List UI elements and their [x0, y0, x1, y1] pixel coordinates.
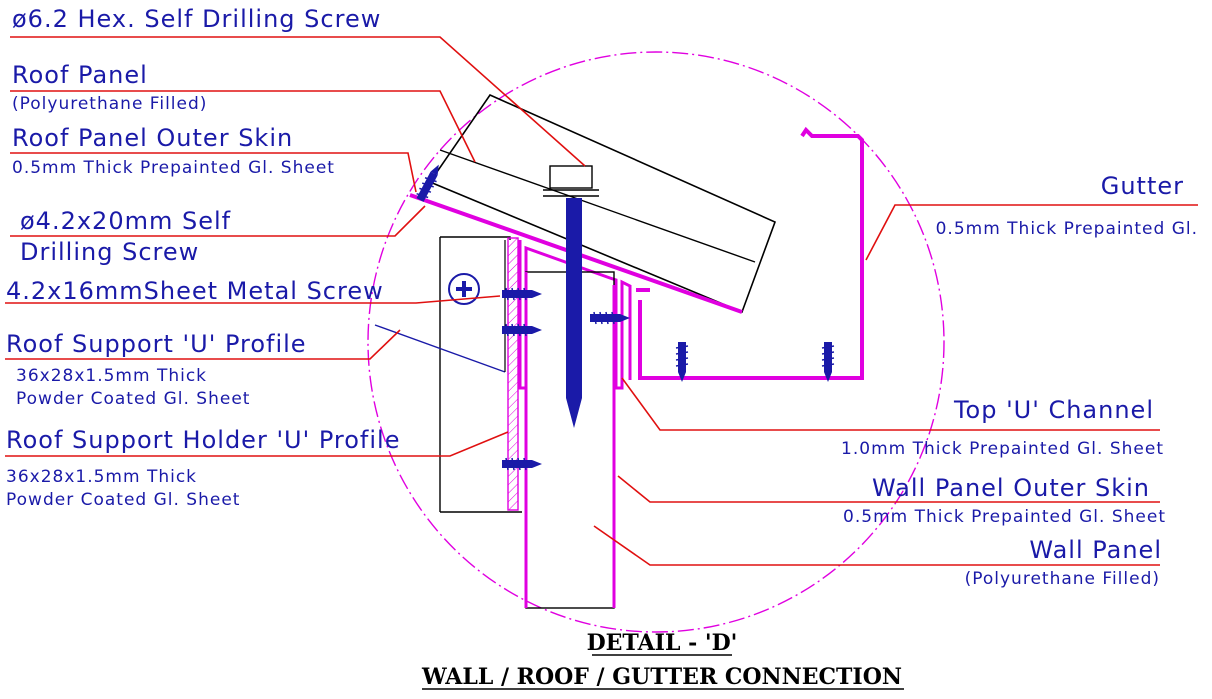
label-wall-outer-skin: Wall Panel Outer Skin [872, 474, 1150, 502]
detail-circle [367, 51, 945, 633]
gutter [636, 126, 864, 380]
hex-screw [543, 165, 599, 428]
top-u-channel [518, 240, 632, 390]
label-roof-panel-sub: (Polyurethane Filled) [12, 94, 207, 114]
label-self-drill-2: Drilling Screw [20, 238, 199, 266]
label-hex-screw: ø6.2 Hex. Self Drilling Screw [12, 5, 381, 33]
label-roof-outer-skin: Roof Panel Outer Skin [12, 124, 293, 152]
roof-panel [409, 93, 777, 314]
label-wall-panel-sub: (Polyurethane Filled) [965, 569, 1160, 589]
label-gutter: Gutter [1101, 172, 1184, 200]
small-screws [415, 162, 834, 470]
label-roof-panel: Roof Panel [12, 61, 148, 89]
label-sheet-metal-screw: 4.2x16mmSheet Metal Screw [6, 277, 384, 305]
drawing-title: DETAIL - 'D' WALL / ROOF / GUTTER CONNEC… [421, 630, 904, 690]
label-roof-support-sub2: Powder Coated Gl. Sheet [16, 389, 250, 409]
label-self-drill-1: ø4.2x20mm Self [20, 207, 231, 235]
labels: ø6.2 Hex. Self Drilling Screw Roof Panel… [6, 5, 1198, 589]
label-holder-sub2: Powder Coated Gl. Sheet [6, 490, 240, 510]
label-top-channel: Top 'U' Channel [953, 396, 1154, 424]
leader-lines [5, 36, 1198, 566]
label-gutter-sub: 0.5mm Thick Prepainted Gl. [936, 219, 1198, 239]
label-roof-support: Roof Support 'U' Profile [6, 330, 307, 358]
roof-support-profile [374, 236, 522, 513]
title-line-1: DETAIL - 'D' [587, 630, 738, 656]
label-holder: Roof Support Holder 'U' Profile [6, 426, 400, 454]
screw-symbol-icon [448, 273, 480, 305]
label-wall-outer-skin-sub: 0.5mm Thick Prepainted Gl. Sheet [843, 507, 1166, 527]
holder-profile [507, 237, 519, 511]
label-roof-support-sub1: 36x28x1.5mm Thick [16, 366, 207, 386]
label-roof-outer-skin-sub: 0.5mm Thick Prepainted Gl. Sheet [12, 158, 335, 178]
label-wall-panel: Wall Panel [1029, 536, 1162, 564]
title-line-2: WALL / ROOF / GUTTER CONNECTION [421, 664, 902, 690]
label-top-channel-sub: 1.0mm Thick Prepainted Gl. Sheet [841, 439, 1164, 459]
label-holder-sub1: 36x28x1.5mm Thick [6, 467, 197, 487]
